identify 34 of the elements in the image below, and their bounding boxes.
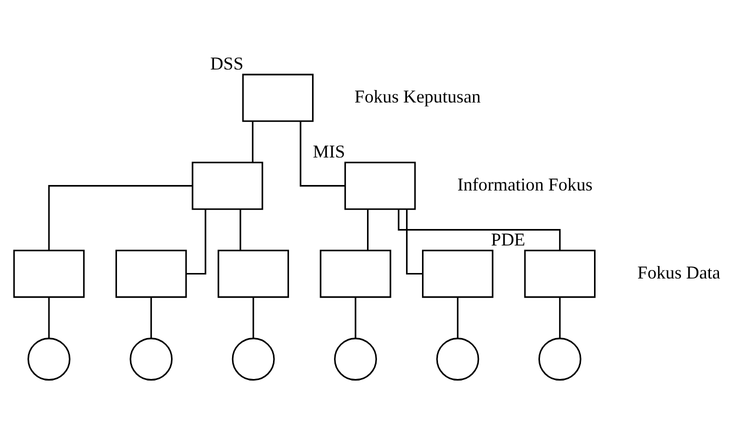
node-box	[13, 250, 85, 298]
connector	[48, 185, 192, 250]
node-box	[524, 250, 596, 298]
node-label: MIS	[312, 142, 346, 162]
node-circle	[436, 338, 480, 381]
node-box	[242, 74, 314, 122]
connector	[559, 297, 561, 338]
connector	[150, 297, 152, 338]
connector	[240, 209, 242, 250]
node-box	[320, 250, 392, 298]
connector	[354, 297, 356, 338]
node-circle	[130, 338, 173, 381]
connector	[252, 121, 254, 162]
connector	[367, 209, 369, 250]
label: Fokus Keputusan	[354, 86, 481, 107]
node-box	[344, 162, 416, 210]
label: Information Fokus	[457, 174, 593, 195]
connector	[398, 209, 561, 250]
node-box	[422, 250, 494, 298]
connector	[456, 297, 458, 338]
node-box	[115, 250, 187, 298]
node-circle	[232, 338, 275, 381]
label: Fokus Data	[637, 262, 720, 283]
node-box	[192, 162, 264, 210]
node-label: PDE	[491, 230, 526, 250]
node-circle	[334, 338, 377, 381]
node-circle	[28, 338, 70, 381]
connector	[252, 297, 254, 338]
connector	[48, 297, 50, 338]
connector	[186, 209, 206, 275]
connector	[300, 121, 345, 187]
node-label: DSS	[210, 54, 244, 74]
node-box	[218, 250, 290, 298]
node-circle	[538, 338, 582, 381]
